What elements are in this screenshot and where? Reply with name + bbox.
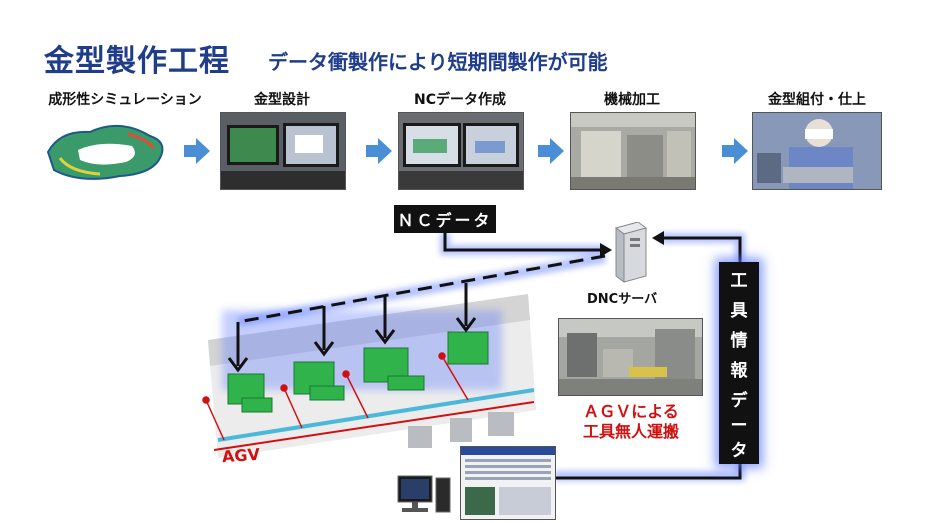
mold-simulation-icon bbox=[46, 124, 164, 180]
factory-floor-illustration bbox=[202, 294, 536, 458]
process-arrow-icon bbox=[722, 138, 748, 164]
process-arrow-icon bbox=[538, 138, 564, 164]
step-label-machining: 機械加工 bbox=[604, 92, 660, 108]
tool-info-char: ー bbox=[730, 416, 748, 436]
tool-info-char: デ bbox=[730, 391, 748, 411]
step-label-nc-data: NCデータ作成 bbox=[414, 92, 506, 108]
page-subtitle: データ衝製作により短期間製作が可能 bbox=[268, 50, 608, 74]
step-label-simulation: 成形性シミュレーション bbox=[48, 92, 202, 108]
assembly-worker-photo bbox=[752, 112, 882, 190]
tool-info-char: タ bbox=[730, 441, 748, 461]
tool-info-char: 具 bbox=[730, 301, 748, 321]
machining-center-photo bbox=[570, 112, 696, 190]
desktop-computer-icon bbox=[397, 475, 451, 513]
tool-info-char: 報 bbox=[730, 361, 748, 381]
nc-data-tag: ＮＣデータ bbox=[394, 205, 496, 233]
agv-caption-line1: ＡＧＶによる bbox=[583, 402, 679, 421]
step-label-design: 金型設計 bbox=[254, 92, 310, 108]
tool-info-char: 工 bbox=[730, 271, 748, 291]
process-arrow-icon bbox=[366, 138, 392, 164]
agv-caption: ＡＧＶによる 工具無人運搬 bbox=[560, 402, 702, 442]
step-label-assembly: 金型組付・仕上 bbox=[768, 92, 866, 108]
tool-info-char: 情 bbox=[730, 331, 748, 351]
process-arrow-icon bbox=[184, 138, 210, 164]
dnc-server-label: DNCサーバ bbox=[587, 292, 658, 307]
tool-info-data-box: 工 具 情 報 デ ー タ bbox=[719, 262, 759, 464]
nc-monitors-photo bbox=[398, 112, 524, 190]
server-icon bbox=[614, 222, 648, 283]
cad-monitors-photo bbox=[220, 112, 346, 190]
agv-photo bbox=[558, 318, 703, 396]
agv-caption-line2: 工具無人運搬 bbox=[582, 422, 679, 441]
page-title: 金型製作工程 bbox=[44, 44, 230, 79]
tool-management-screenshot bbox=[460, 446, 556, 520]
agv-floor-label: AGV bbox=[221, 444, 261, 467]
